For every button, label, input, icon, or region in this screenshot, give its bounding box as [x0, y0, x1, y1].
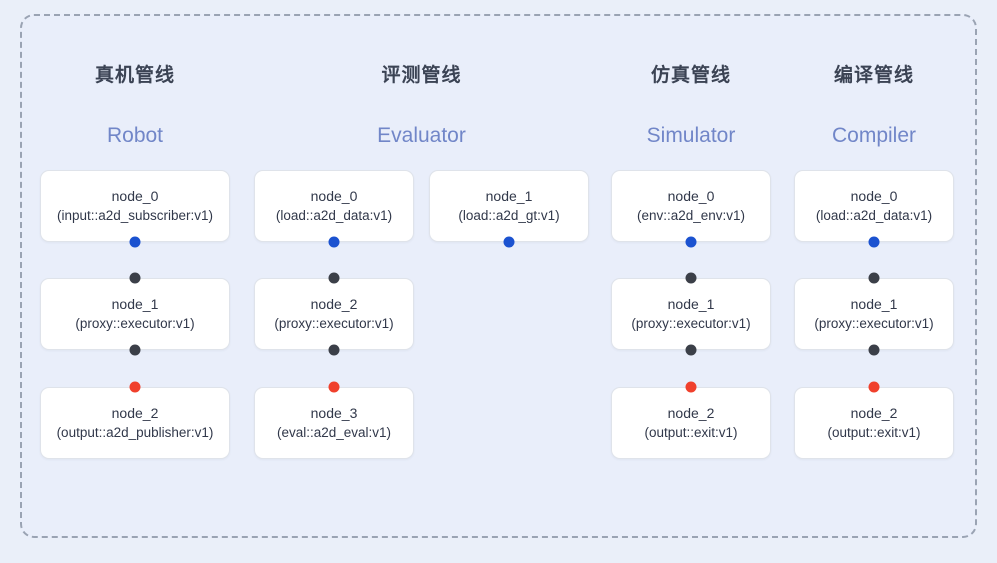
node-type: (proxy::executor:v1): [274, 316, 394, 331]
column-title-en-evaluator: Evaluator: [377, 124, 466, 147]
column-title-cn-evaluator: 评测管线: [381, 65, 462, 86]
node-robot-node_2[interactable]: node_2 (output::a2d_publisher:v1): [40, 387, 230, 459]
node-id: node_2: [667, 405, 715, 421]
column-title-cn-compiler: 编译管线: [833, 65, 914, 86]
port-output-blue[interactable]: [868, 236, 880, 248]
node-compiler-node_2[interactable]: node_2 (output::exit:v1): [794, 387, 954, 459]
pipeline-column-robot: 真机管线 Robot: [40, 0, 230, 563]
column-title-en-compiler: Compiler: [831, 124, 917, 147]
port-output-blue[interactable]: [503, 236, 515, 248]
node-type: (load::a2d_data:v1): [275, 208, 393, 223]
node-id: node_0: [850, 188, 898, 204]
port-input-dark[interactable]: [685, 272, 697, 284]
node-id: node_2: [111, 405, 159, 421]
node-type: (proxy::executor:v1): [814, 316, 934, 331]
node-robot-node_0[interactable]: node_0 (input::a2d_subscriber:v1): [40, 170, 230, 242]
port-output-blue[interactable]: [328, 236, 340, 248]
port-input-red[interactable]: [129, 381, 141, 393]
node-compiler-node_1[interactable]: node_1 (proxy::executor:v1): [794, 278, 954, 350]
node-type: (proxy::executor:v1): [631, 316, 751, 331]
port-input-red[interactable]: [868, 381, 880, 393]
node-type: (input::a2d_subscriber:v1): [56, 208, 214, 223]
node-id: node_0: [667, 188, 715, 204]
column-title-cn-simulator: 仿真管线: [650, 65, 731, 86]
node-simulator-node_2[interactable]: node_2 (output::exit:v1): [611, 387, 771, 459]
node-evaluator-node_1[interactable]: node_1 (load::a2d_gt:v1): [429, 170, 589, 242]
node-evaluator-node_2[interactable]: node_2 (proxy::executor:v1): [254, 278, 414, 350]
port-output-blue[interactable]: [129, 236, 141, 248]
port-output-blue[interactable]: [685, 236, 697, 248]
node-evaluator-node_0[interactable]: node_0 (load::a2d_data:v1): [254, 170, 414, 242]
node-type: (eval::a2d_eval:v1): [276, 425, 392, 440]
node-id: node_1: [111, 296, 159, 312]
node-id: node_1: [667, 296, 715, 312]
node-type: (load::a2d_gt:v1): [458, 208, 560, 223]
node-type: (proxy::executor:v1): [75, 316, 195, 331]
node-type: (output::exit:v1): [644, 425, 738, 440]
node-id: node_1: [850, 296, 898, 312]
port-output-dark[interactable]: [328, 344, 340, 356]
node-id: node_0: [310, 188, 358, 204]
port-input-dark[interactable]: [868, 272, 880, 284]
port-output-dark[interactable]: [685, 344, 697, 356]
pipeline-column-simulator: 仿真管线 Simulator: [611, 0, 771, 563]
pipeline-column-compiler: 编译管线 Compiler: [794, 0, 954, 563]
node-evaluator-node_3[interactable]: node_3 (eval::a2d_eval:v1): [254, 387, 414, 459]
node-id: node_0: [111, 188, 159, 204]
port-output-dark[interactable]: [868, 344, 880, 356]
column-title-en-robot: Robot: [106, 124, 164, 147]
port-input-dark[interactable]: [129, 272, 141, 284]
node-compiler-node_0[interactable]: node_0 (load::a2d_data:v1): [794, 170, 954, 242]
pipeline-column-evaluator: 评测管线 Evaluator: [330, 0, 513, 563]
node-id: node_2: [850, 405, 898, 421]
node-simulator-node_0[interactable]: node_0 (env::a2d_env:v1): [611, 170, 771, 242]
node-id: node_2: [310, 296, 358, 312]
column-title-en-simulator: Simulator: [646, 124, 736, 147]
node-type: (load::a2d_data:v1): [815, 208, 933, 223]
node-type: (output::a2d_publisher:v1): [56, 425, 214, 440]
port-input-dark[interactable]: [328, 272, 340, 284]
node-id: node_3: [310, 405, 358, 421]
node-type: (env::a2d_env:v1): [636, 208, 746, 223]
column-title-cn-robot: 真机管线: [94, 65, 175, 86]
port-input-red[interactable]: [328, 381, 340, 393]
node-id: node_1: [485, 188, 533, 204]
node-simulator-node_1[interactable]: node_1 (proxy::executor:v1): [611, 278, 771, 350]
port-input-red[interactable]: [685, 381, 697, 393]
node-type: (output::exit:v1): [827, 425, 921, 440]
port-output-dark[interactable]: [129, 344, 141, 356]
node-robot-node_1[interactable]: node_1 (proxy::executor:v1): [40, 278, 230, 350]
